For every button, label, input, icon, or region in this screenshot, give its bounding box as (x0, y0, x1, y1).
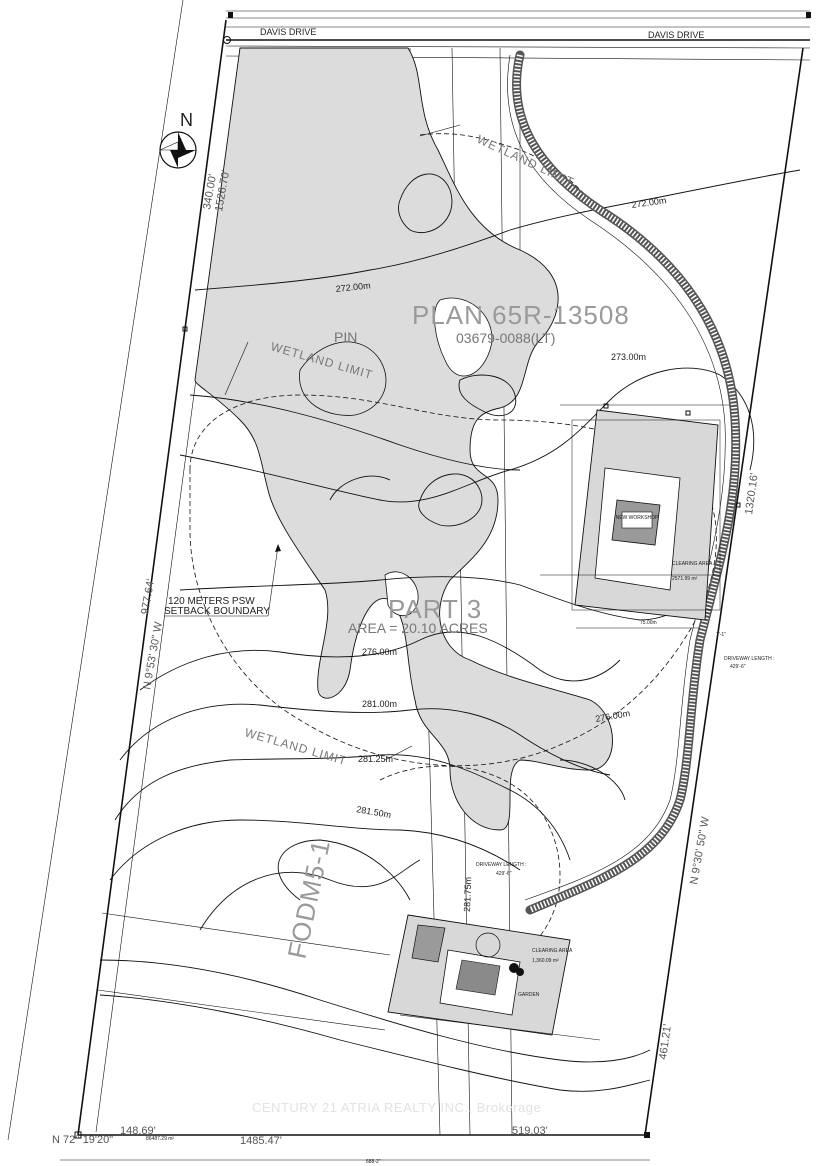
contour-label-281-25: 281.25m (358, 754, 393, 764)
lower-clearing-label: CLEARING AREA (532, 948, 573, 954)
wetland-limit-label-3: WETLAND LIMIT (243, 725, 348, 768)
upper-dim-b: 7'-1" (716, 632, 726, 638)
contour-label-281-75: 281.75m (462, 877, 473, 912)
lower-clearing-area: 1,360.09 m² (532, 958, 559, 964)
contour-label-281-00: 281.00m (362, 699, 397, 709)
bottom-area: 86487.29 m² (146, 1136, 174, 1142)
setback-boundary-line (189, 394, 717, 767)
upper-dim-a: 75.00m (640, 620, 657, 626)
road-label-left: DAVIS DRIVE (260, 27, 316, 37)
lower-garden-label: GARDEN (518, 992, 540, 998)
north-arrow-icon: N (159, 110, 197, 169)
contour-label-276-a: 276.00m (362, 647, 397, 657)
plan-number: PLAN 65R-13508 (412, 300, 630, 330)
bottom-dim-1: 148.69' (120, 1125, 156, 1137)
lower-driveway-length: 429'-6" (496, 871, 512, 877)
right-long-dim: 461.21' (657, 1023, 674, 1060)
north-letter: N (180, 110, 193, 130)
bottom-bearing: N 72° 19'20" (52, 1134, 113, 1146)
contour-label-272-a: 272.00m (335, 280, 371, 294)
part-label: PART 3 (388, 594, 482, 624)
contour-label-281-50: 281.50m (356, 804, 392, 820)
setback-line-2: SETBACK BOUNDARY (164, 606, 270, 617)
driveway (507, 50, 741, 915)
upper-site: NEW WORKSHOP CLEARING AREA 2571.99 m² 75… (540, 403, 774, 670)
wetland-limit-label-2: WETLAND LIMIT (475, 132, 577, 189)
upper-driveway-length: 429'-6" (730, 664, 746, 670)
fodm-label: FODM5-1 (282, 837, 337, 962)
right-bearing: N 9°30' 50" W (688, 815, 712, 885)
bottom-total: 688-2" (366, 1159, 381, 1165)
contour-lines (99, 169, 801, 1092)
upper-clearing-label: CLEARING AREA (672, 561, 713, 567)
setback-label: 120 METERS PSW SETBACK BOUNDARY (164, 544, 281, 617)
road-label-right: DAVIS DRIVE (648, 30, 704, 40)
contour-label-273: 273.00m (611, 352, 646, 362)
pin-number: 03679-0088(LT) (456, 330, 555, 346)
lower-site: CLEARING AREA 1,360.09 m² GARDEN DRIVEWA… (97, 862, 601, 1041)
right-dim: 1320.16' (743, 472, 761, 515)
brokerage-watermark: CENTURY 21 ATRIA REALTY INC., Brokerage (252, 1100, 541, 1115)
pin-label: PIN (334, 329, 357, 345)
upper-clearing-area: 2571.99 m² (672, 576, 698, 582)
bottom-dim-2: 1485.47' (240, 1135, 282, 1147)
workshop-label: NEW WORKSHOP (616, 515, 659, 521)
upper-driveway-label: DRIVEWAY LENGTH : (724, 656, 774, 662)
area-label: AREA = 20.10 ACRES (348, 620, 488, 636)
left-long-dim: 977.64' (139, 578, 157, 615)
setback-line-1: 120 METERS PSW (168, 596, 255, 607)
wetland-area (194, 47, 613, 831)
contour-label-272-b: 272.00m (631, 195, 667, 210)
bottom-dim-3: 519.03' (512, 1125, 548, 1137)
lower-driveway-label: DRIVEWAY LENGTH : (476, 862, 526, 868)
